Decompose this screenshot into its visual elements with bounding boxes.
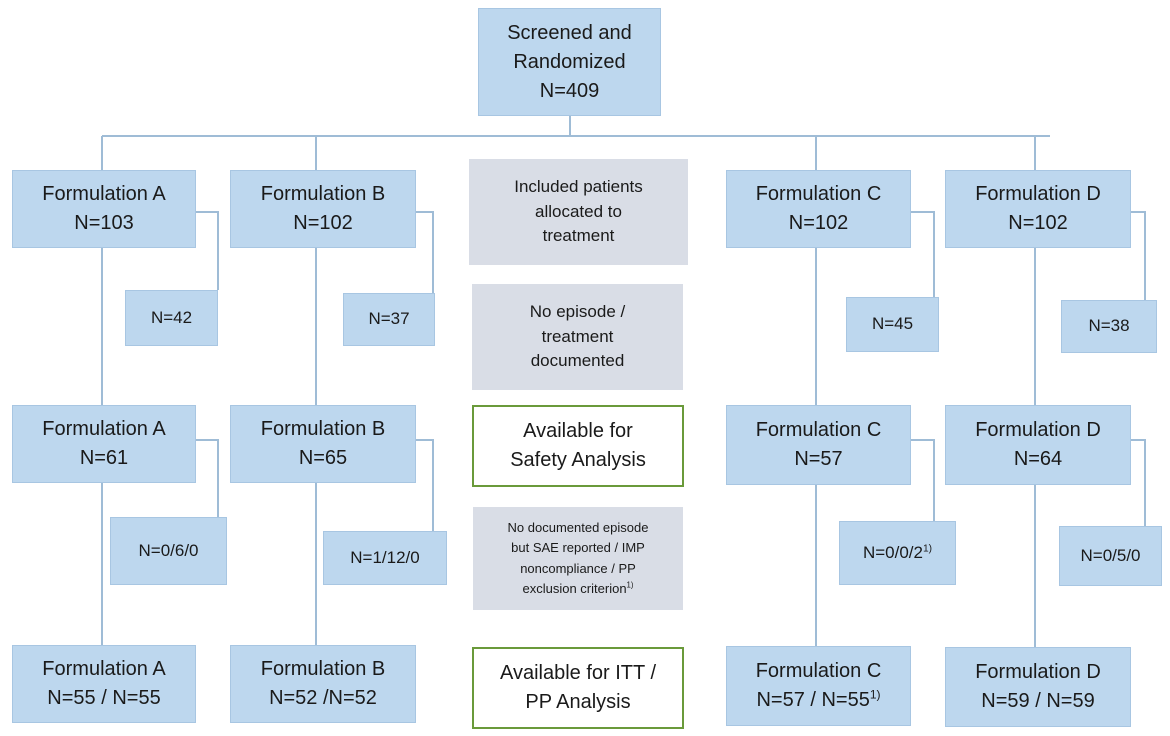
arm-b-allocated-name: Formulation B <box>260 183 386 205</box>
arm-c-safety-box: Formulation C N=57 <box>726 405 911 485</box>
arm-c-itt-n: N=57 / N=55 <box>756 689 870 711</box>
arm-c-excluded1-box: N=45 <box>846 297 939 352</box>
legend-allocated-line-1: Included patients <box>514 177 643 197</box>
arm-b-itt-n: N=52 /N=52 <box>269 687 377 709</box>
arm-b-allocated-n: N=102 <box>293 212 353 234</box>
arm-d-excluded2-box: N=0/5/0 <box>1059 526 1162 586</box>
arm-b-itt-name: Formulation B <box>260 658 386 680</box>
arm-a-allocated-name: Formulation A <box>42 183 166 205</box>
arm-a-excluded1-n: N=42 <box>150 307 193 327</box>
arm-a-safety-box: Formulation A N=61 <box>12 405 196 483</box>
arm-c-excluded1-n: N=45 <box>871 314 914 334</box>
screened-randomized-box: Screened and Randomized N=409 <box>478 8 661 116</box>
arm-b-itt-box: Formulation B N=52 /N=52 <box>230 645 416 723</box>
arm-d-allocated-box: Formulation D N=102 <box>945 170 1131 248</box>
arm-d-excluded1-box: N=38 <box>1061 300 1157 353</box>
arm-a-itt-n: N=55 / N=55 <box>47 687 161 709</box>
arm-b-excluded2-n: N=1/12/0 <box>350 547 420 567</box>
top-line-1: Screened and <box>507 21 632 44</box>
arm-b-excluded2-box: N=1/12/0 <box>323 531 447 585</box>
legend-itt-line-2: PP Analysis <box>525 691 631 713</box>
legend-itt-line-1: Available for ITT / <box>500 662 656 684</box>
arm-a-excluded1-box: N=42 <box>125 290 218 346</box>
legend-itt-box: Available for ITT / PP Analysis <box>472 647 684 729</box>
legend-no-episode-line-2: treatment <box>541 326 614 346</box>
arm-c-excluded2-n: N=0/0/21) <box>863 541 932 566</box>
arm-b-safety-box: Formulation B N=65 <box>230 405 416 483</box>
top-line-2: Randomized <box>513 50 626 73</box>
footnote-marker: 1) <box>922 543 933 555</box>
arm-d-allocated-name: Formulation D <box>975 183 1101 205</box>
arm-d-itt-name: Formulation D <box>975 661 1101 683</box>
arm-d-excluded2-n: N=0/5/0 <box>1080 545 1141 565</box>
legend-allocated-box: Included patients allocated to treatment <box>469 159 688 265</box>
arm-c-itt-box: Formulation C N=57 / N=551) <box>726 646 911 726</box>
arm-a-itt-box: Formulation A N=55 / N=55 <box>12 645 196 723</box>
arm-c-allocated-n: N=102 <box>788 212 849 234</box>
legend-no-episode-box: No episode / treatment documented <box>472 284 683 390</box>
arm-a-safety-name: Formulation A <box>42 418 166 440</box>
legend-no-episode-line-1: No episode / <box>529 302 626 322</box>
legend-allocated-line-2: allocated to <box>535 201 622 221</box>
arm-d-allocated-n: N=102 <box>1008 212 1068 234</box>
legend-safety-line-1: Available for <box>523 420 633 442</box>
legend-safety-line-2: Safety Analysis <box>510 449 646 471</box>
arm-b-excluded1-n: N=37 <box>368 309 410 329</box>
arm-c-excluded2-text: N=0/0/2 <box>862 542 923 562</box>
arm-d-itt-n: N=59 / N=59 <box>981 690 1095 712</box>
top-n: N=409 <box>539 79 600 102</box>
arm-a-excluded2-n: N=0/6/0 <box>138 540 199 560</box>
arm-d-safety-box: Formulation D N=64 <box>945 405 1131 485</box>
arm-b-safety-name: Formulation B <box>260 418 386 440</box>
arm-d-itt-box: Formulation D N=59 / N=59 <box>945 647 1131 727</box>
arm-b-allocated-box: Formulation B N=102 <box>230 170 416 248</box>
arm-c-allocated-box: Formulation C N=102 <box>726 170 911 248</box>
legend-exclusion-line-3: noncompliance / PP <box>520 560 636 576</box>
footnote-marker: 1) <box>626 580 634 590</box>
arm-c-itt-n-line: N=57 / N=551) <box>756 686 880 715</box>
arm-a-allocated-n: N=103 <box>74 212 134 234</box>
arm-c-excluded2-box: N=0/0/21) <box>839 521 956 585</box>
arm-a-safety-n: N=61 <box>79 447 129 469</box>
arm-c-safety-n: N=57 <box>794 448 843 470</box>
arm-d-excluded1-n: N=38 <box>1088 316 1130 336</box>
arm-c-itt-name: Formulation C <box>755 660 882 682</box>
legend-no-episode-line-3: documented <box>530 351 625 371</box>
legend-safety-box: Available for Safety Analysis <box>472 405 684 487</box>
arm-d-safety-name: Formulation D <box>975 419 1101 441</box>
arm-a-excluded2-box: N=0/6/0 <box>110 517 227 585</box>
arm-b-safety-n: N=65 <box>298 447 348 469</box>
arm-c-allocated-name: Formulation C <box>755 183 882 205</box>
legend-exclusion-line-4: exclusion criterion1) <box>523 579 634 599</box>
legend-exclusion-box: No documented episode but SAE reported /… <box>473 507 683 610</box>
legend-exclusion-text-4: exclusion criterion <box>522 580 627 596</box>
arm-a-allocated-box: Formulation A N=103 <box>12 170 196 248</box>
legend-exclusion-line-2: but SAE reported / IMP <box>511 540 645 556</box>
arm-b-excluded1-box: N=37 <box>343 293 435 346</box>
arm-d-safety-n: N=64 <box>1013 448 1063 470</box>
arm-c-safety-name: Formulation C <box>755 419 882 441</box>
arm-a-itt-name: Formulation A <box>42 658 166 680</box>
footnote-marker: 1) <box>869 687 881 702</box>
legend-allocated-line-3: treatment <box>542 226 615 246</box>
legend-exclusion-line-1: No documented episode <box>507 520 649 536</box>
